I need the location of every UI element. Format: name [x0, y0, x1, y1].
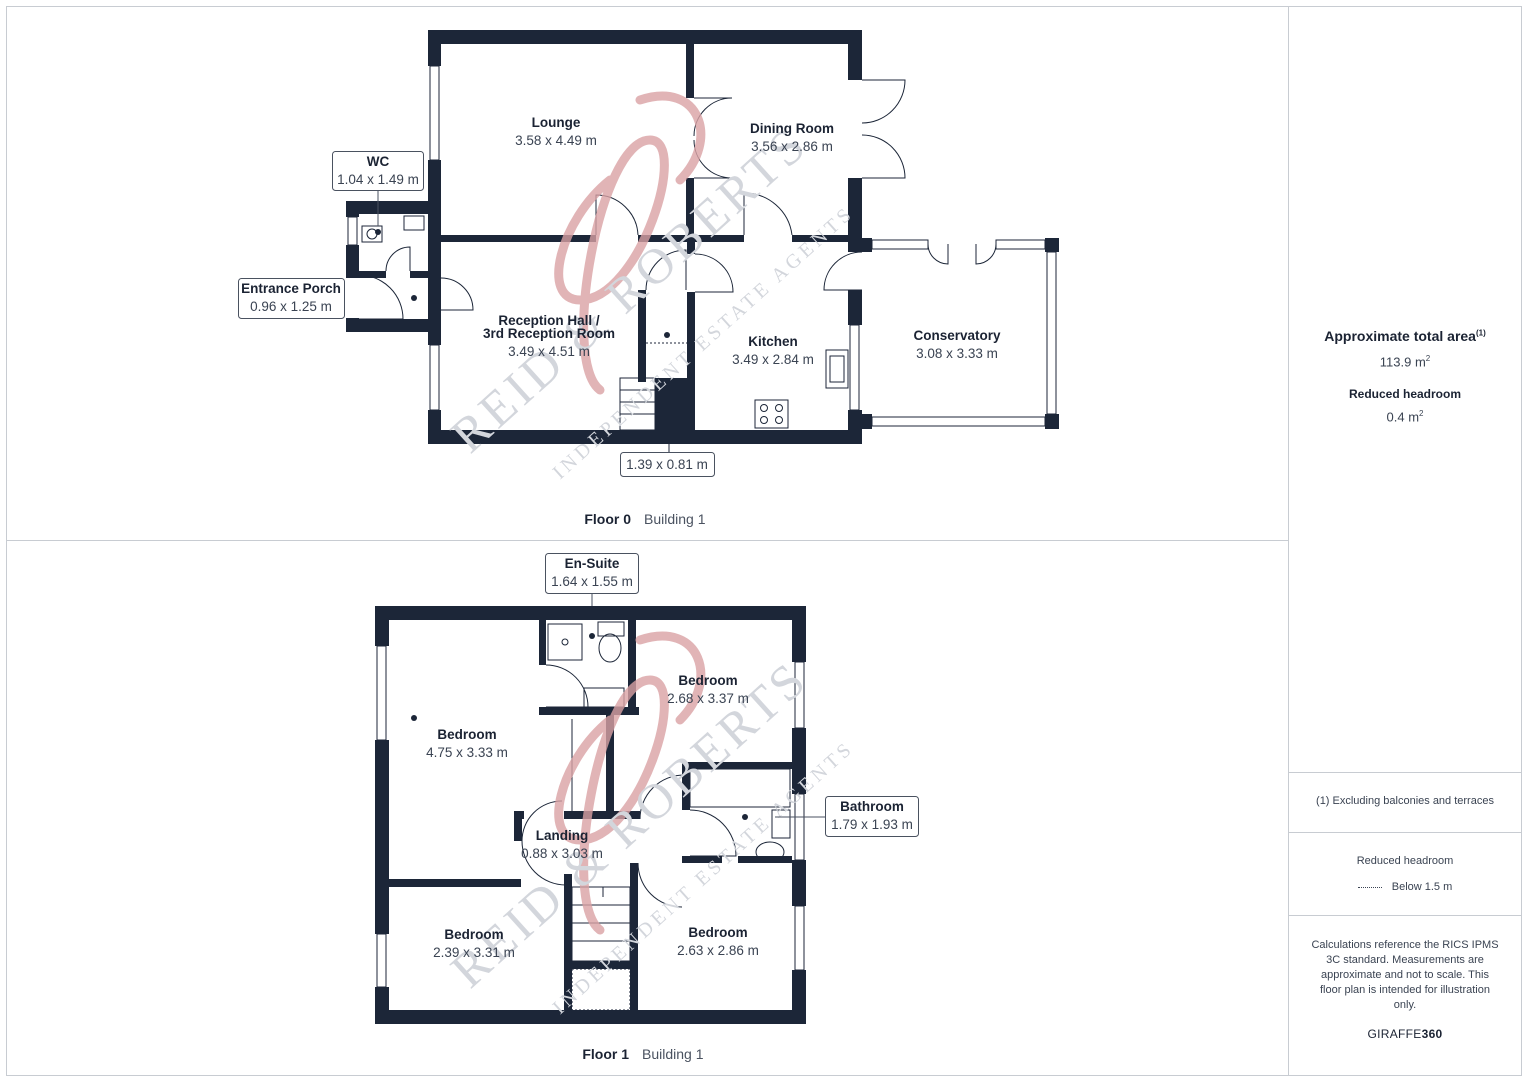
room-name: En-Suite	[565, 556, 620, 571]
room-name: Landing	[536, 828, 589, 843]
room-dims: 2.63 x 2.86 m	[677, 943, 759, 958]
room-conservatory: Conservatory 3.08 x 3.33 m	[913, 328, 1001, 361]
page-frame	[6, 6, 1522, 1076]
room-dims: 1.64 x 1.55 m	[551, 574, 633, 589]
room-name: Bedroom	[437, 727, 496, 742]
room-name: Reception Hall /	[498, 313, 600, 328]
calculations-note: Calculations reference the RICS IPMS 3C …	[1311, 939, 1499, 1011]
floor-1-markers	[411, 633, 748, 820]
watermark-logo-swash	[554, 91, 706, 395]
room-name: Entrance Porch	[241, 281, 341, 296]
room-name: Bathroom	[840, 799, 904, 814]
building-label: Building 1	[642, 1046, 704, 1062]
floor-0-plan	[346, 30, 1059, 452]
legend: Reduced headroom Below 1.5 m	[1289, 855, 1521, 893]
room-dims: 3.58 x 4.49 m	[515, 133, 597, 148]
total-area-title: Approximate total area(1)	[1324, 328, 1486, 344]
footnote: (1) Excluding balconies and terraces	[1316, 795, 1494, 807]
floor-0-caption: Floor 0 Building 1	[584, 511, 705, 527]
room-under-stairs: 1.39 x 0.81 m	[626, 457, 708, 472]
room-name: Bedroom	[444, 927, 503, 942]
room-wc: WC 1.04 x 1.49 m	[337, 154, 419, 187]
room-dims: 3.49 x 4.51 m	[508, 344, 590, 359]
legend-item: Below 1.5 m	[1289, 881, 1521, 893]
floor-0-doors	[358, 79, 997, 320]
dotted-line-icon	[1357, 886, 1382, 888]
room-labels: Lounge 3.58 x 4.49 m Dining Room 3.56 x …	[241, 115, 1001, 960]
brand-logo: GIRAFFE360	[1367, 1027, 1443, 1041]
room-dims: 1.79 x 1.93 m	[831, 817, 913, 832]
floor-1-windows	[376, 607, 805, 988]
room-dims: 0.88 x 3.03 m	[521, 846, 603, 861]
area-summary: Approximate total area(1) 113.9 m2 Reduc…	[1289, 328, 1521, 425]
room-bedroom-right-top: Bedroom 2.68 x 3.37 m	[667, 673, 749, 706]
room-dims: 3.49 x 2.84 m	[732, 352, 814, 367]
room-bathroom: Bathroom 1.79 x 1.93 m	[831, 799, 913, 832]
total-area-value: 113.9 m2	[1379, 354, 1431, 370]
room-dims: 1.04 x 1.49 m	[337, 172, 419, 187]
room-name: Dining Room	[750, 121, 834, 136]
floor-1-plan	[375, 606, 806, 1024]
floor-1-doors	[521, 664, 737, 908]
room-name: Bedroom	[688, 925, 747, 940]
building-label: Building 1	[644, 511, 706, 527]
floor-label: Floor 0	[584, 511, 631, 527]
room-name: Conservatory	[913, 328, 1001, 343]
room-name: Lounge	[532, 115, 581, 130]
room-dims: 4.75 x 3.33 m	[426, 745, 508, 760]
room-dims: 1.39 x 0.81 m	[626, 457, 708, 472]
reduced-headroom-title: Reduced headroom	[1348, 387, 1462, 402]
legend-title: Reduced headroom	[1356, 855, 1454, 867]
calculations-block: Calculations reference the RICS IPMS 3C …	[1289, 938, 1521, 1041]
watermark-floor-0: REID & ROBERTS INDEPENDENT ESTATE AGENTS	[440, 91, 858, 484]
room-entrance-porch: Entrance Porch 0.96 x 1.25 m	[241, 281, 341, 314]
room-name: Bedroom	[678, 673, 737, 688]
room-dims: 0.96 x 1.25 m	[250, 299, 332, 314]
room-bedroom-left-bottom: Bedroom 2.39 x 3.31 m	[433, 927, 515, 960]
floor-0-fixtures	[361, 215, 849, 452]
room-kitchen: Kitchen 3.49 x 2.84 m	[732, 334, 814, 367]
floor-0-markers	[375, 229, 670, 338]
room-bedroom-main: Bedroom 4.75 x 3.33 m	[426, 727, 508, 760]
watermark-floor-1: REID & ROBERTS INDEPENDENT ESTATE AGENTS	[440, 631, 858, 1019]
room-dims: 2.68 x 3.37 m	[667, 691, 749, 706]
watermark-logo-swash	[554, 631, 706, 935]
label-boxes	[238, 151, 919, 837]
floor-label: Floor 1	[582, 1046, 629, 1062]
footnote-mark: (1)	[1475, 328, 1486, 338]
floor-0-walls	[346, 30, 1059, 444]
room-en-suite: En-Suite 1.64 x 1.55 m	[551, 556, 633, 589]
room-landing: Landing 0.88 x 3.03 m	[521, 828, 603, 861]
room-dims: 3.56 x 2.86 m	[751, 139, 833, 154]
room-name: WC	[367, 154, 390, 169]
floor-1-caption: Floor 1 Building 1	[582, 1046, 703, 1062]
room-dining-room: Dining Room 3.56 x 2.86 m	[750, 121, 834, 154]
room-dims: 3.08 x 3.33 m	[916, 346, 998, 361]
room-bedroom-right-bottom: Bedroom 2.63 x 2.86 m	[677, 925, 759, 958]
room-lounge: Lounge 3.58 x 4.49 m	[515, 115, 597, 148]
room-dims: 2.39 x 3.31 m	[433, 945, 515, 960]
room-reception-hall: Reception Hall / 3rd Reception Room 3.49…	[483, 313, 615, 359]
reduced-headroom-value: 0.4 m2	[1386, 409, 1424, 425]
floor-1-walls	[375, 606, 806, 1024]
room-name: Kitchen	[748, 334, 798, 349]
room-name-line-2: 3rd Reception Room	[483, 326, 615, 341]
